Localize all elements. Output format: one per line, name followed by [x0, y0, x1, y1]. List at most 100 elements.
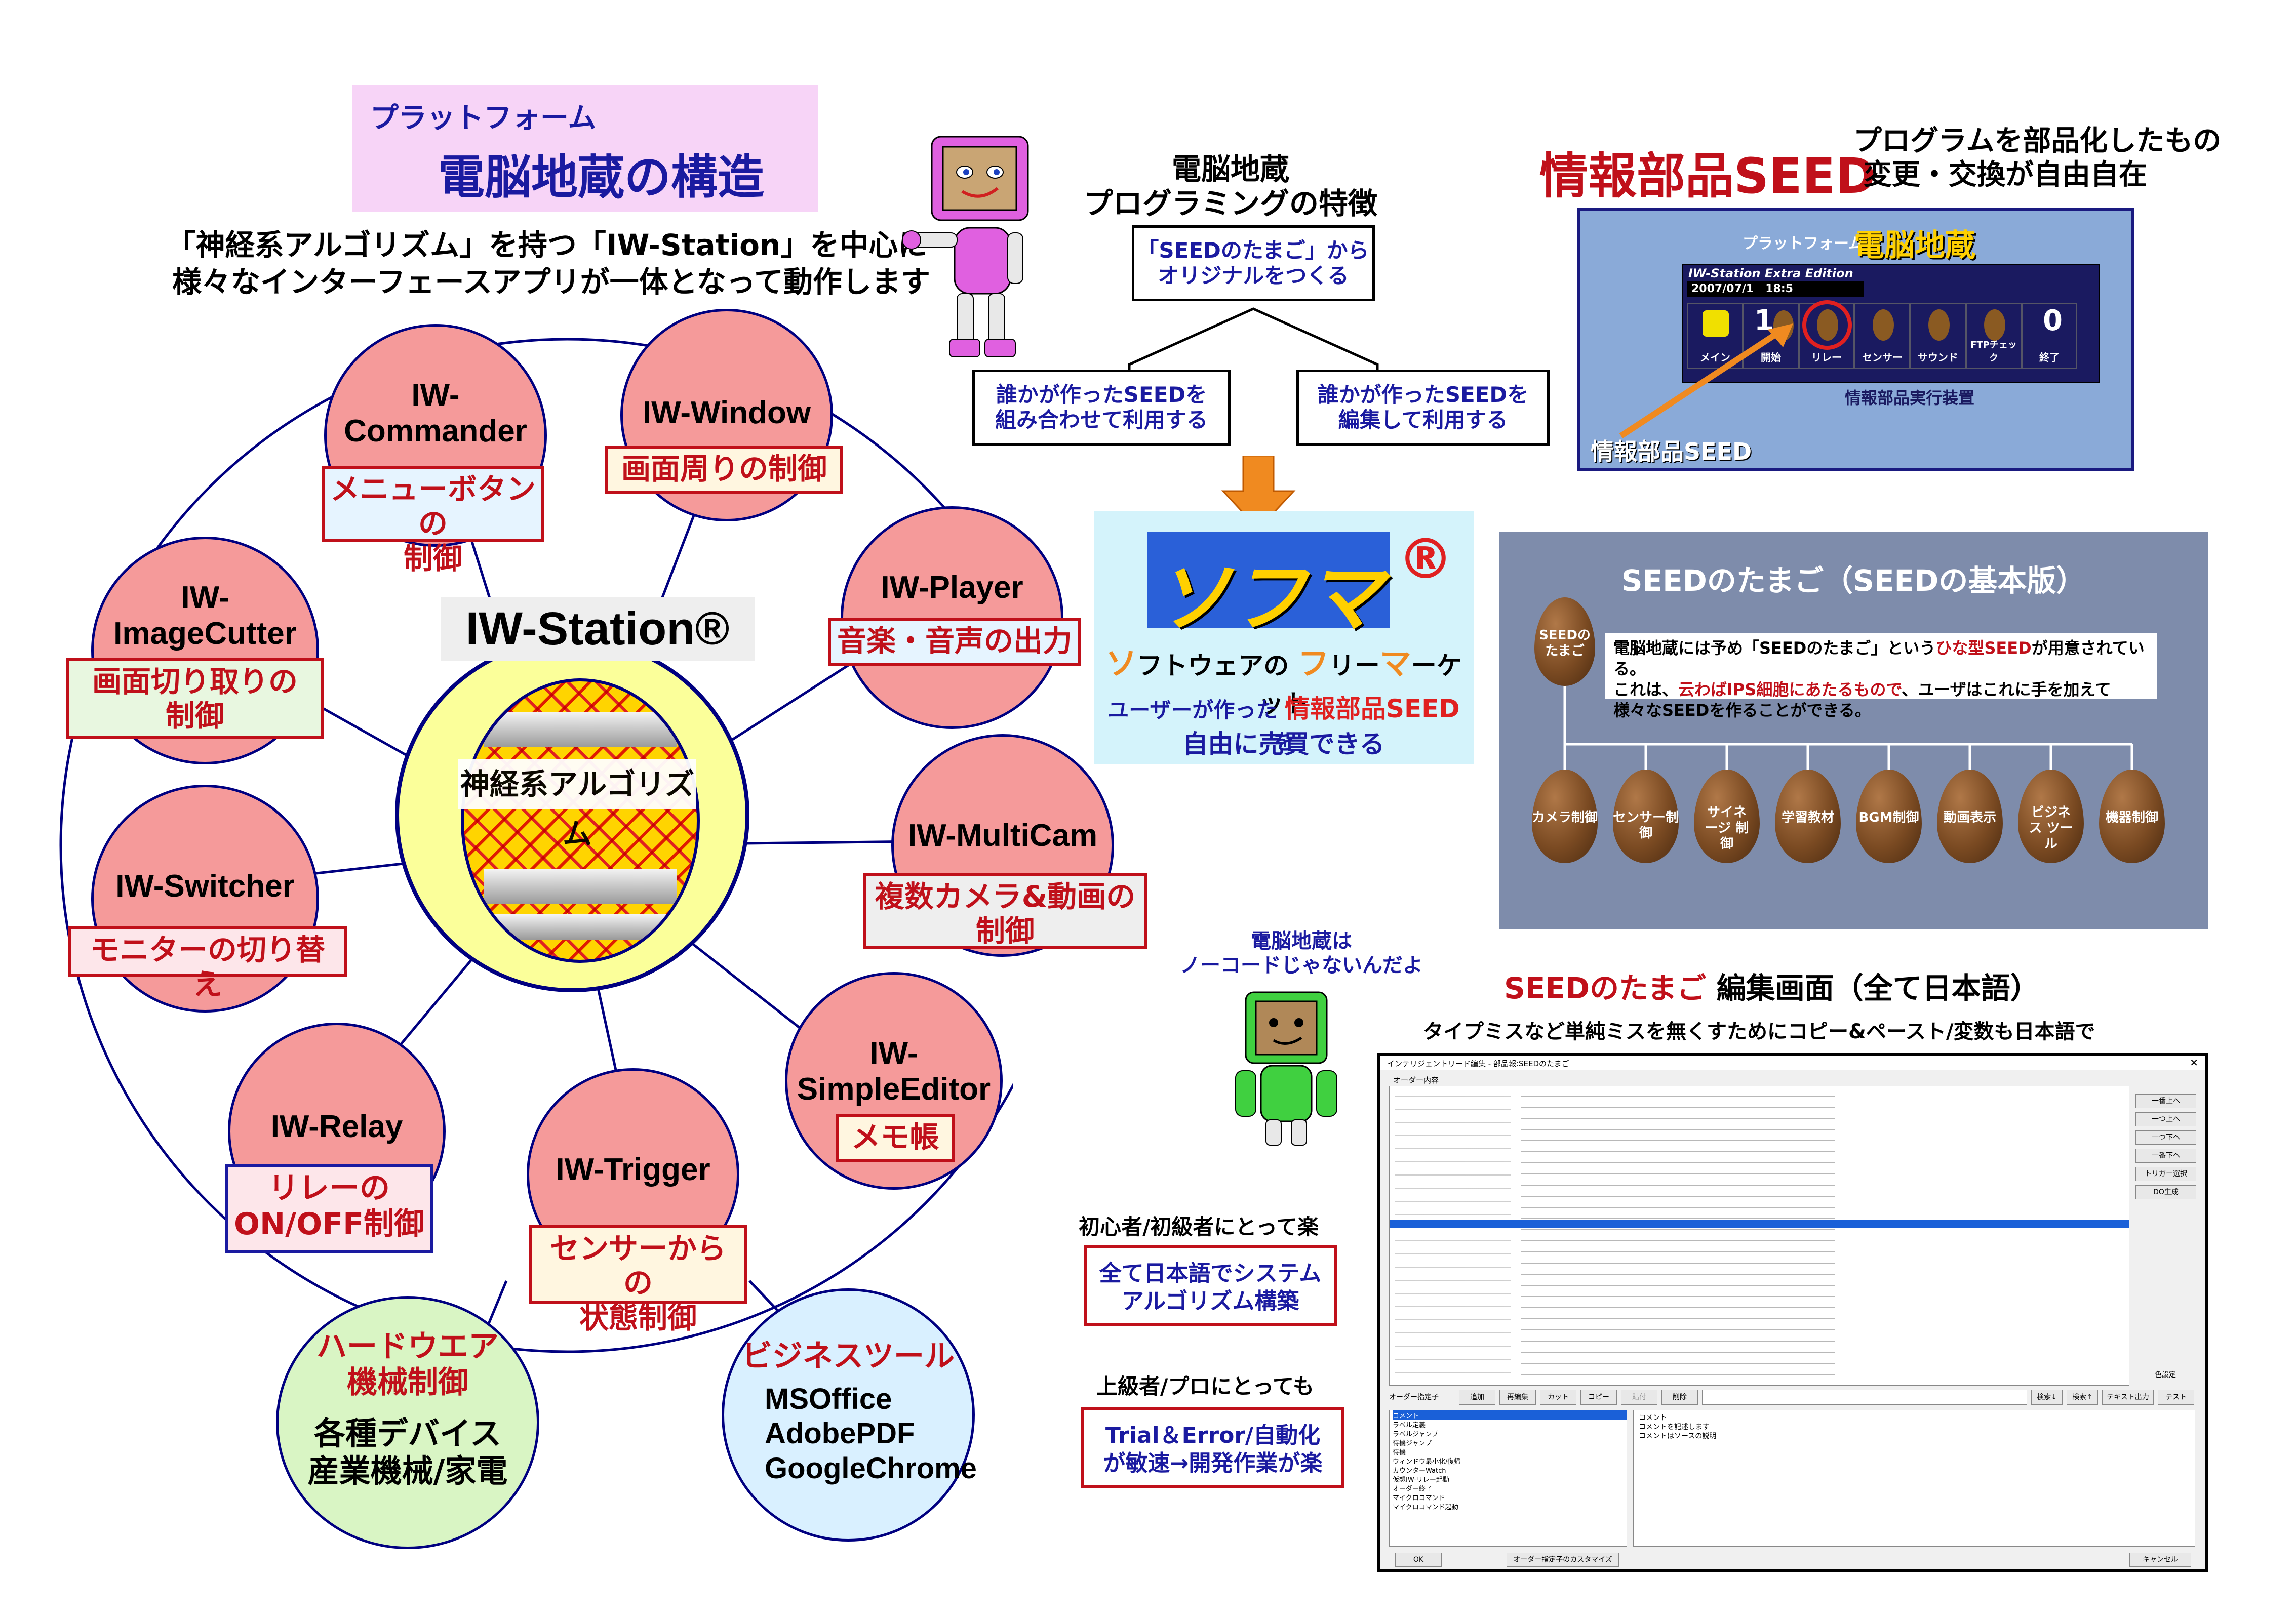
callout-arrow-icon	[1619, 323, 1793, 439]
reedit-button[interactable]: 再編集	[1499, 1390, 1536, 1405]
do-generate-button[interactable]: DO生成	[2135, 1185, 2196, 1199]
list-item[interactable]: ラベル定義	[1393, 1422, 1426, 1429]
hardware-lines: 各種デバイス産業機械/家電	[279, 1415, 537, 1490]
node-name-1: IW-	[411, 378, 460, 413]
label-trigger: センサーからの状態制御	[529, 1225, 747, 1335]
seed-btn-exit[interactable]: 0 終了	[2022, 303, 2077, 369]
advanced-box-2: が敏速→開発作業が楽	[1103, 1450, 1323, 1476]
seed-btn-relay[interactable]: リレー	[1799, 300, 1854, 369]
list-item[interactable]: マイクロコマンド	[1393, 1494, 1445, 1502]
seed-egg-icon	[1873, 309, 1894, 341]
color-setting-button[interactable]: 色設定	[2155, 1371, 2176, 1379]
seed-btn-label: センサー	[1862, 351, 1903, 363]
editor-code-area[interactable]	[1389, 1086, 2129, 1386]
station-name: IW-Station®	[441, 597, 755, 661]
smiley-icon	[1703, 310, 1729, 337]
cancel-button[interactable]: キャンセル	[2129, 1553, 2191, 1567]
beginner-box-2: アルゴリズム構築	[1121, 1288, 1299, 1314]
sofuma-line-1c: を	[1273, 730, 1294, 754]
egg-business: ビジネス ツール	[2018, 770, 2084, 863]
seed-num-right: 0	[2043, 304, 2063, 337]
programming-left-2: 組み合わせて利用する	[995, 408, 1208, 433]
label-commander: メニューボタンの制御	[322, 466, 544, 576]
list-item[interactable]: マイクロコマンド起動	[1393, 1504, 1458, 1511]
list-item[interactable]: ウィンドウ最小化/復帰	[1393, 1458, 1461, 1466]
move-top-button[interactable]: 一番上へ	[2135, 1094, 2196, 1108]
label-simpleeditor-1: メモ帳	[851, 1120, 939, 1154]
intro-line-2: 様々なインターフェースアプリが一体となって動作します	[172, 264, 930, 299]
search-input[interactable]	[1702, 1390, 2027, 1405]
customize-button[interactable]: オーダー指定子のカスタマイズ	[1507, 1553, 1619, 1567]
comment-line-2: コメントを記述します	[1639, 1423, 1710, 1432]
beginner-note: 初心者/初級者にとって楽	[1079, 1214, 1319, 1239]
list-item[interactable]: 仮想IW-リレー起動	[1393, 1476, 1449, 1484]
paste-button[interactable]: 貼付	[1621, 1390, 1657, 1405]
hardware-title-1: ハードウエア	[316, 1329, 499, 1364]
seed-btn-sensor[interactable]: センサー	[1854, 303, 1910, 369]
hardware-line-2: 産業機械/家電	[307, 1452, 508, 1490]
seed-btn-main[interactable]: メイン	[1687, 303, 1743, 369]
list-item[interactable]: ラベルジャンプ	[1393, 1431, 1438, 1438]
move-down-button[interactable]: 一つ下へ	[2135, 1130, 2196, 1145]
tamago-tree-lines	[1563, 686, 2133, 770]
seed-desc-2: 変更・交換が自由自在	[1864, 158, 2147, 192]
node-name: IW-Player	[881, 570, 1023, 605]
seed-btn-ftp[interactable]: FTPチェック	[1966, 303, 2022, 369]
move-bottom-button[interactable]: 一番下へ	[2135, 1149, 2196, 1163]
egg-camera: カメラ制御	[1532, 770, 1598, 863]
programming-right-box: 誰かが作ったSEEDを編集して利用する	[1296, 370, 1550, 446]
label-commander-1: メニューボタンの	[330, 472, 536, 541]
search-up-button[interactable]: 検索↑	[2067, 1390, 2098, 1405]
label-window: 画面周りの制御	[605, 446, 843, 494]
order-spec-list[interactable]: コメント ラベル定義 ラベルジャンプ 待機ジャンプ 待機 ウィンドウ最小化/復帰…	[1389, 1410, 1627, 1547]
advanced-note: 上級者/プロにとっても	[1096, 1374, 1314, 1399]
seed-panel: プラットフォーム 電脳地蔵 IW-Station Extra Edition 2…	[1577, 208, 2134, 471]
node-name: IW-MultiCam	[907, 818, 1098, 853]
list-item[interactable]: カウンターWatch	[1393, 1467, 1446, 1475]
editor-title: SEEDのたまご 編集画面（全て日本語）	[1504, 964, 2040, 1007]
cut-button[interactable]: カット	[1540, 1390, 1576, 1405]
node-name: IW-Trigger	[556, 1152, 710, 1187]
tag-ket: ーケット	[1258, 651, 1462, 718]
order-spec-label: オーダー指定子	[1389, 1393, 1439, 1401]
delete-button[interactable]: 削除	[1661, 1390, 1698, 1405]
editor-window: インテリジェントリード編集 - 部品報:SEEDのたまご ✕ オーダー内容 一番…	[1377, 1053, 2208, 1572]
list-item[interactable]: 待機	[1393, 1449, 1406, 1456]
search-down-button[interactable]: 検索↓	[2031, 1390, 2063, 1405]
label-imagecutter: 画面切り取りの制御	[66, 658, 324, 739]
list-item[interactable]: オーダー終了	[1393, 1485, 1433, 1493]
platform-title: 電脳地蔵の構造	[438, 150, 765, 205]
advanced-box-1: Trial＆Error/自動化	[1105, 1423, 1321, 1448]
copy-button[interactable]: コピー	[1580, 1390, 1617, 1405]
move-up-button[interactable]: 一つ上へ	[2135, 1112, 2196, 1126]
tamago-title: SEEDのたまご（SEEDの基本版）	[1621, 563, 2086, 598]
list-item[interactable]: コメント	[1393, 1410, 1627, 1420]
comment-line-1: コメント	[1639, 1414, 1667, 1422]
seed-btn-label: メイン	[1700, 351, 1730, 363]
robot2-line-1: 電脳地蔵は	[1251, 929, 1352, 953]
add-button[interactable]: 追加	[1459, 1390, 1495, 1405]
egg-learning: 学習教材	[1775, 770, 1841, 863]
node-name: IW-Switcher	[115, 869, 295, 904]
close-icon[interactable]: ✕	[2190, 1057, 2198, 1069]
egg-label: 機器制御	[2105, 810, 2158, 825]
seed-highlight-ring	[1802, 300, 1852, 350]
text-output-button[interactable]: テキスト出力	[2102, 1390, 2154, 1405]
sofuma-logo-box: ソフマ	[1147, 532, 1390, 642]
egg-sensor: センサー制御	[1613, 770, 1679, 863]
business-line-2: AdobePDF	[765, 1417, 915, 1450]
node-name: IW-SimpleEditor	[787, 1035, 1000, 1108]
trigger-select-button[interactable]: トリガー選択	[2135, 1167, 2196, 1181]
business-line-3: GoogleChrome	[765, 1451, 977, 1485]
list-item[interactable]: 待機ジャンプ	[1393, 1440, 1432, 1447]
label-player-1: 音楽・音声の出力	[837, 624, 1072, 658]
test-button[interactable]: テスト	[2158, 1390, 2194, 1405]
node-name-2: ImageCutter	[113, 616, 297, 652]
label-multicam: 複数カメラ&動画の制御	[863, 873, 1147, 949]
seed-btn-sound[interactable]: サウンド	[1910, 303, 1966, 369]
tamago-desc-1b: ひな型SEED	[1935, 638, 2032, 658]
ok-button[interactable]: OK	[1395, 1553, 1442, 1567]
egg-label: 動画表示	[1943, 810, 1996, 825]
editor-right-buttons: 一番上へ 一つ上へ 一つ下へ 一番下へ トリガー選択 DO生成	[2135, 1094, 2196, 1203]
platform-title-box: プラットフォーム 電脳地蔵の構造	[352, 85, 818, 212]
